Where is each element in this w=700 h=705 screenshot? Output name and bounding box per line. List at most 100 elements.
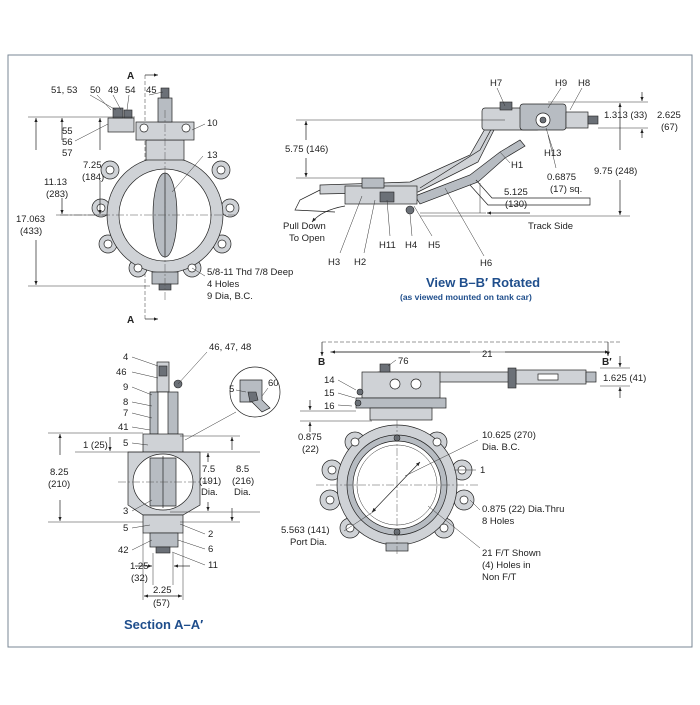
section-dim-7-5-dia: Dia. xyxy=(201,487,218,498)
front-dim-7-25: 7.25 xyxy=(83,160,102,171)
side-callout-14: 14 xyxy=(324,375,335,386)
track-side-label: Track Side xyxy=(528,221,573,232)
section-dim-2-25: 2.25 xyxy=(153,585,172,596)
callout-56: 56 xyxy=(62,137,73,148)
view-b-title: View B–B′ Rotated xyxy=(426,275,540,290)
section-b-marker: B xyxy=(318,357,325,368)
front-bracket xyxy=(107,87,195,141)
side-note-holes-in: (4) Holes in xyxy=(482,560,531,571)
section-callout-6: 6 xyxy=(208,544,213,555)
callout-h2: H2 xyxy=(354,257,366,268)
section-dim-8-25: 8.25 xyxy=(50,467,69,478)
callout-h3: H3 xyxy=(328,257,340,268)
section-dim-7-5-mm: (191) xyxy=(199,476,221,487)
section-a-title: Section A–A′ xyxy=(124,617,203,632)
side-dim-21: 21 xyxy=(482,349,493,360)
side-dim-holes: 0.875 (22) Dia.Thru xyxy=(482,504,564,515)
callout-10: 10 xyxy=(207,118,218,129)
view-b-rotated: H7 H9 H8 H1 H13 H3 H2 H11 H4 H5 H6 5.75 … xyxy=(283,78,681,302)
callout-h5: H5 xyxy=(428,240,440,251)
thread-note-line-1: 5/8-11 Thd 7/8 Deep xyxy=(207,267,293,278)
section-callout-46-47-48: 46, 47, 48 xyxy=(209,342,251,353)
side-callout-15: 15 xyxy=(324,388,335,399)
section-dim-8-5-dia: Dia. xyxy=(234,487,251,498)
vb-dim-5-75: 5.75 (146) xyxy=(285,144,328,155)
vb-dim-2-625-mm: (67) xyxy=(661,122,678,133)
vb-dim-5-125: 5.125 xyxy=(504,187,528,198)
callout-50: 50 xyxy=(90,85,101,96)
front-dim-17-063: 17.063 xyxy=(16,214,45,225)
sheet-frame xyxy=(7,54,693,648)
section-b-prime-marker: B′ xyxy=(602,357,612,368)
front-view: A A xyxy=(16,71,293,326)
section-dim-8-5: 8.5 xyxy=(236,464,249,475)
callout-h9: H9 xyxy=(555,78,567,89)
section-callout-42: 42 xyxy=(118,545,129,556)
side-callout-1: 1 xyxy=(480,465,485,476)
section-dim-1-25-mm: (32) xyxy=(131,573,148,584)
front-leaders xyxy=(74,91,206,277)
pull-down-label: Pull Down xyxy=(283,221,326,232)
side-callout-16: 16 xyxy=(324,401,335,412)
side-dim-port-dia: Port Dia. xyxy=(290,537,327,548)
callout-57: 57 xyxy=(62,148,73,159)
section-callout-46: 46 xyxy=(116,367,127,378)
section-callout-41: 41 xyxy=(118,422,129,433)
section-dim-2-25-mm: (57) xyxy=(153,598,170,609)
side-dim-1-625: 1.625 (41) xyxy=(603,373,646,384)
section-a-view: 4 46 9 8 7 41 5 3 42 5 2 6 11 46, 47, 48… xyxy=(48,342,281,632)
callout-13: 13 xyxy=(207,150,218,161)
section-dim-7-5: 7.5 xyxy=(202,464,215,475)
section-dim-1-25: 1.25 xyxy=(130,561,149,572)
side-dim-holes-count: 8 Holes xyxy=(482,516,514,527)
section-callout-5-lower: 5 xyxy=(123,523,128,534)
side-view: B B′ xyxy=(281,341,646,583)
callout-h11: H11 xyxy=(379,240,396,251)
callout-h7: H7 xyxy=(490,78,502,89)
section-dim-8-25-mm: (210) xyxy=(48,479,70,490)
callout-h8: H8 xyxy=(578,78,590,89)
section-callout-3: 3 xyxy=(123,506,128,517)
vb-dim-2-625: 2.625 xyxy=(657,110,681,121)
callout-54: 54 xyxy=(125,85,136,96)
section-callout-5-upper: 5 xyxy=(123,438,128,449)
side-dim-10-625: 10.625 (270) xyxy=(482,430,536,441)
side-dim-0-875: 0.875 xyxy=(298,432,322,443)
side-note-non-ft: Non F/T xyxy=(482,572,517,583)
detail-callout-5: 5 xyxy=(229,384,234,395)
callout-h13: H13 xyxy=(544,148,561,159)
front-dim-17-063-mm: (433) xyxy=(20,226,42,237)
section-dim-1: 1 (25) xyxy=(83,440,108,451)
callout-h1: H1 xyxy=(511,160,523,171)
front-dim-11-13-mm: (283) xyxy=(46,189,68,200)
callout-55: 55 xyxy=(62,126,73,137)
front-dim-7-25-mm: (184) xyxy=(82,172,104,183)
section-callout-4: 4 xyxy=(123,352,128,363)
side-note-21-ft: 21 F/T Shown xyxy=(482,548,541,559)
vb-dim-9-75: 9.75 (248) xyxy=(594,166,637,177)
section-callout-8: 8 xyxy=(123,397,128,408)
detail-callout-60: 60 xyxy=(268,378,279,389)
section-dim-8-5-mm: (216) xyxy=(232,476,254,487)
callout-51-53: 51, 53 xyxy=(51,85,77,96)
section-a-bottom-marker: A xyxy=(127,315,134,326)
section-callout-11: 11 xyxy=(208,560,218,571)
to-open-label: To Open xyxy=(289,233,325,244)
section-a-top-marker: A xyxy=(127,71,134,82)
section-callout-7: 7 xyxy=(123,408,128,419)
vb-dim-1-313: 1.313 (33) xyxy=(604,110,647,121)
front-dimensions xyxy=(28,116,150,287)
vb-dim-0-6875-mm: (17) sq. xyxy=(550,184,582,195)
vb-dim-0-6875: 0.6875 xyxy=(547,172,576,183)
callout-45: 45 xyxy=(146,85,157,96)
callout-h6: H6 xyxy=(480,258,492,269)
section-callout-9: 9 xyxy=(123,382,128,393)
thread-note-line-3: 9 Dia, B.C. xyxy=(207,291,253,302)
side-callout-76: 76 xyxy=(398,356,409,367)
side-dim-0-875-mm: (22) xyxy=(302,444,319,455)
thread-note-line-2: 4 Holes xyxy=(207,279,239,290)
section-callout-2: 2 xyxy=(208,529,213,540)
callout-h4: H4 xyxy=(405,240,417,251)
